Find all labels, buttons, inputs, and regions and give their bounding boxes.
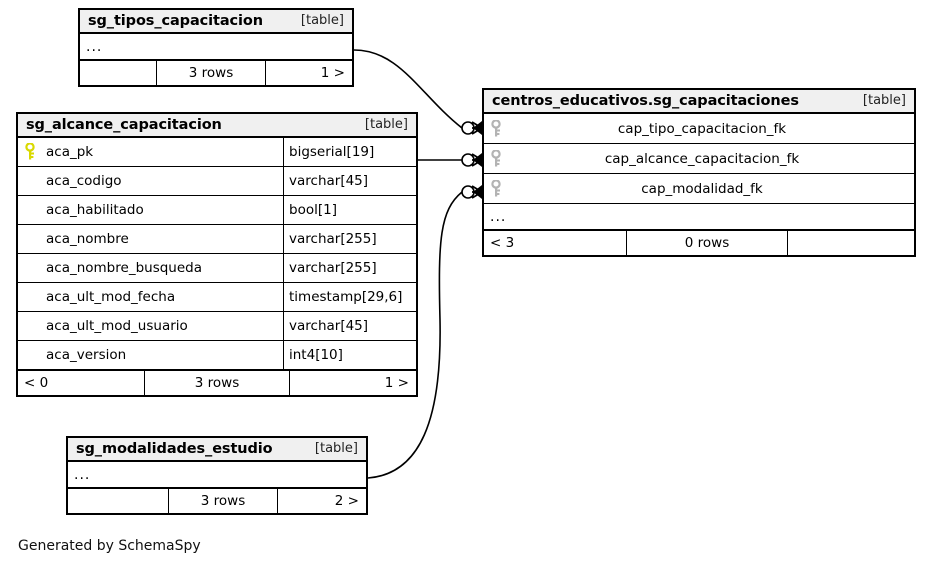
table-row[interactable]: aca_ult_mod_fecha timestamp[29,6] xyxy=(18,283,416,312)
column-name-cell: aca_codigo xyxy=(18,167,283,195)
column-name-cell: cap_alcance_capacitacion_fk xyxy=(484,144,914,173)
column-type-text: varchar[45] xyxy=(283,312,416,340)
crowsfoot-alcance xyxy=(471,153,483,167)
column-name-text: aca_pk xyxy=(46,144,94,160)
column-type-text: varchar[255] xyxy=(283,225,416,253)
table-title: sg_modalidades_estudio xyxy=(76,440,273,457)
table-sg-tipos-capacitacion[interactable]: sg_tipos_capacitacion [table] ... 3 rows… xyxy=(78,8,354,87)
table-footer: 3 rows 2 > xyxy=(68,488,366,513)
table-kind-label: [table] xyxy=(314,441,358,456)
column-type-text: bigserial[19] xyxy=(283,138,416,166)
table-kind-label: [table] xyxy=(300,13,344,28)
generated-by-credit: Generated by SchemaSpy xyxy=(18,538,201,554)
column-name-text: cap_alcance_capacitacion_fk xyxy=(604,150,800,167)
footer-child-count xyxy=(788,231,914,255)
footer-child-count: 1 > xyxy=(384,375,409,391)
footer-row-count: 3 rows xyxy=(144,371,290,395)
footer-row-count: 0 rows xyxy=(626,231,788,255)
crowsfoot-fill-tipos xyxy=(473,121,482,135)
table-ellipsis-row: ... xyxy=(80,34,352,60)
table-row[interactable]: aca_pk bigserial[19] xyxy=(18,138,416,167)
table-header-centros-educativos-sg-capacitaciones: centros_educativos.sg_capacitaciones [ta… xyxy=(484,90,914,114)
table-footer: < 3 0 rows xyxy=(484,230,914,255)
table-title: centros_educativos.sg_capacitaciones xyxy=(492,92,799,109)
foreign-key-icon xyxy=(490,149,504,168)
column-type-text: varchar[45] xyxy=(283,167,416,195)
column-name-cell: aca_nombre_busqueda xyxy=(18,254,283,282)
table-title: sg_alcance_capacitacion xyxy=(26,116,222,133)
table-centros-educativos-sg-capacitaciones[interactable]: centros_educativos.sg_capacitaciones [ta… xyxy=(482,88,916,257)
footer-parent-count xyxy=(68,489,168,513)
column-name-text: cap_modalidad_fk xyxy=(641,180,763,197)
table-row[interactable]: cap_alcance_capacitacion_fk xyxy=(484,144,914,174)
table-footer: < 0 3 rows 1 > xyxy=(18,370,416,395)
table-sg-modalidades-estudio[interactable]: sg_modalidades_estudio [table] ... 3 row… xyxy=(66,436,368,515)
column-name-cell: aca_pk xyxy=(18,138,283,166)
table-header-sg-tipos-capacitacion: sg_tipos_capacitacion [table] xyxy=(80,10,352,34)
cardinality-zero-circle-modalidades xyxy=(461,185,475,199)
footer-child-count: 2 > xyxy=(334,493,359,509)
footer-parent-count xyxy=(80,61,156,85)
table-row[interactable]: aca_version int4[10] xyxy=(18,341,416,370)
column-name-text: aca_nombre_busqueda xyxy=(46,260,202,276)
table-row[interactable]: aca_ult_mod_usuario varchar[45] xyxy=(18,312,416,341)
primary-key-icon xyxy=(24,143,38,161)
crowsfoot-fill-modalidades xyxy=(473,185,482,199)
column-name-text: aca_habilitado xyxy=(46,202,144,218)
crowsfoot-modalidades xyxy=(471,185,483,199)
column-name-cell: aca_ult_mod_fecha xyxy=(18,283,283,311)
foreign-key-icon xyxy=(490,179,504,198)
table-header-sg-alcance-capacitacion: sg_alcance_capacitacion [table] xyxy=(18,114,416,138)
column-type-text: int4[10] xyxy=(283,341,416,369)
table-row[interactable]: aca_habilitado bool[1] xyxy=(18,196,416,225)
column-name-text: cap_tipo_capacitacion_fk xyxy=(617,120,787,137)
column-name-cell: aca_nombre xyxy=(18,225,283,253)
table-footer: 3 rows 1 > xyxy=(80,60,352,85)
footer-parent-count: < 3 xyxy=(490,235,515,251)
column-type-text: timestamp[29,6] xyxy=(283,283,416,311)
table-sg-alcance-capacitacion[interactable]: sg_alcance_capacitacion [table] aca_pk b… xyxy=(16,112,418,397)
column-type-text: bool[1] xyxy=(283,196,416,224)
table-row[interactable]: aca_codigo varchar[45] xyxy=(18,167,416,196)
column-name-cell: cap_tipo_capacitacion_fk xyxy=(484,114,914,143)
column-name-cell: aca_habilitado xyxy=(18,196,283,224)
footer-parent-count: < 0 xyxy=(24,375,49,391)
table-ellipsis-row: ... xyxy=(484,204,914,230)
column-name-text: aca_ult_mod_fecha xyxy=(46,289,176,305)
footer-child-count: 1 > xyxy=(320,65,345,81)
column-name-cell: cap_modalidad_fk xyxy=(484,174,914,203)
foreign-key-icon xyxy=(490,119,504,138)
table-row[interactable]: aca_nombre varchar[255] xyxy=(18,225,416,254)
cardinality-zero-circle-alcance xyxy=(461,153,475,167)
table-header-sg-modalidades-estudio: sg_modalidades_estudio [table] xyxy=(68,438,366,462)
cardinality-zero-circle-tipos xyxy=(461,121,475,135)
column-name-text: aca_ult_mod_usuario xyxy=(46,318,188,334)
table-row[interactable]: cap_tipo_capacitacion_fk xyxy=(484,114,914,144)
table-row[interactable]: aca_nombre_busqueda varchar[255] xyxy=(18,254,416,283)
column-name-cell: aca_ult_mod_usuario xyxy=(18,312,283,340)
column-name-text: aca_codigo xyxy=(46,173,122,189)
column-type-text: varchar[255] xyxy=(283,254,416,282)
table-title: sg_tipos_capacitacion xyxy=(88,12,263,29)
crowsfoot-tipos xyxy=(471,121,483,135)
column-name-text: aca_version xyxy=(46,347,127,363)
column-name-cell: aca_version xyxy=(18,341,283,369)
footer-row-count: 3 rows xyxy=(156,61,266,85)
table-kind-label: [table] xyxy=(862,93,906,108)
crowsfoot-fill-alcance xyxy=(473,153,482,167)
column-name-text: aca_nombre xyxy=(46,231,129,247)
table-ellipsis-row: ... xyxy=(68,462,366,488)
table-kind-label: [table] xyxy=(364,117,408,132)
table-row[interactable]: cap_modalidad_fk xyxy=(484,174,914,204)
footer-row-count: 3 rows xyxy=(168,489,278,513)
